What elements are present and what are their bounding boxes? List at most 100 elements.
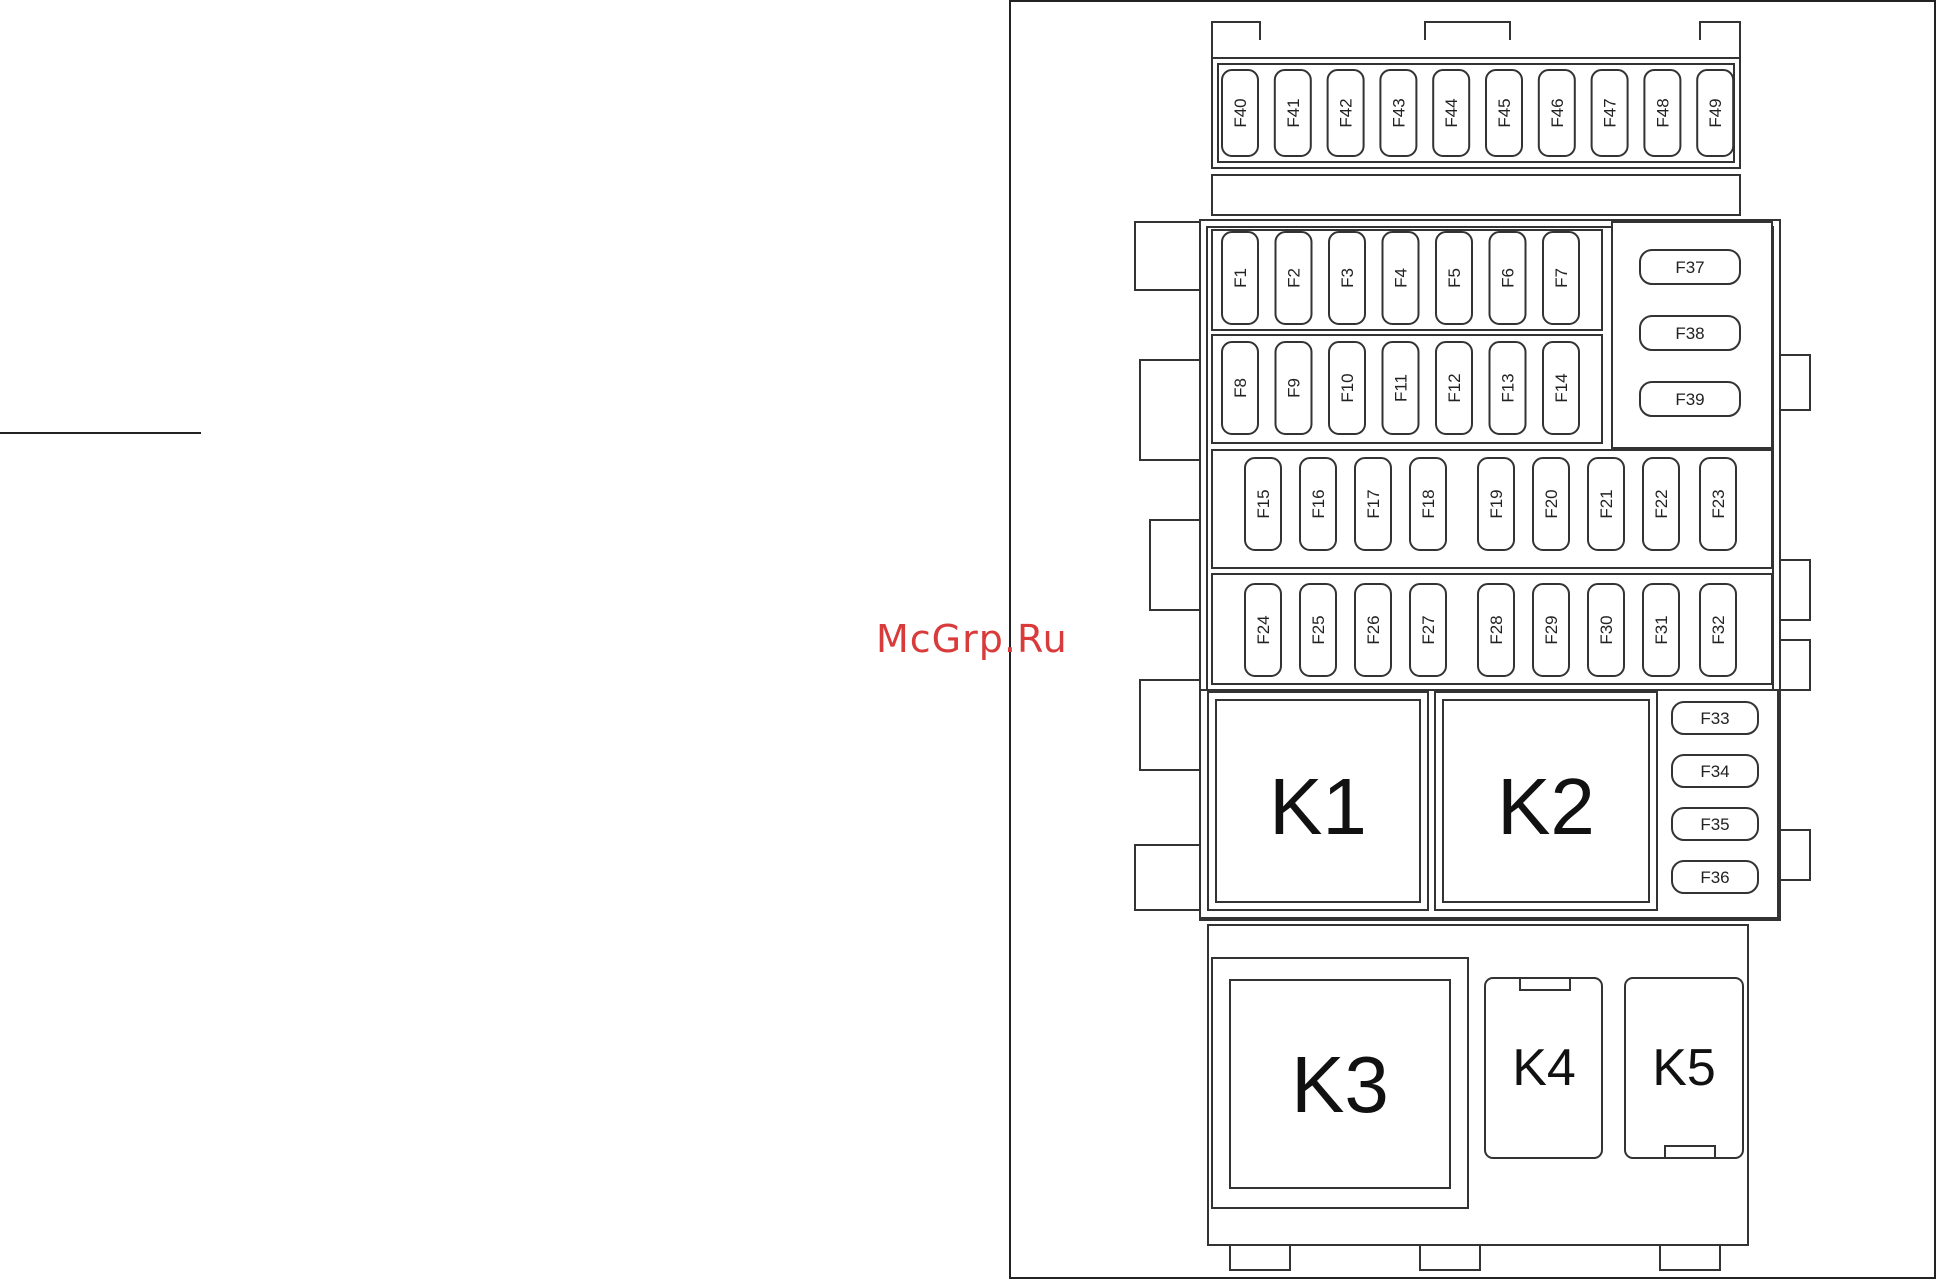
fuse-label: F15 [1254, 489, 1273, 518]
fuse-f6: F6 [1490, 232, 1526, 324]
bottom-clips [1230, 1245, 1720, 1270]
fuse-label: F23 [1709, 489, 1728, 518]
fuse-label: F16 [1309, 489, 1328, 518]
fuse-label: F12 [1445, 373, 1464, 402]
relay-k5-tab [1665, 1146, 1715, 1158]
top-connector-strip [1212, 175, 1740, 215]
fuse-f29: F29 [1533, 584, 1569, 676]
fuse-label: F38 [1675, 324, 1704, 343]
fuse-f30: F30 [1588, 584, 1624, 676]
fuse-label: F45 [1495, 98, 1514, 127]
fuse-f14: F14 [1543, 342, 1579, 434]
fuse-label: F11 [1392, 374, 1411, 402]
fuse-f37: F37 [1640, 250, 1740, 284]
fuse-label: F29 [1542, 615, 1561, 644]
fuse-label: F10 [1338, 373, 1357, 402]
fuse-label: F40 [1231, 98, 1250, 127]
fuse-f8: F8 [1222, 342, 1258, 434]
fuse-f36: F36 [1672, 861, 1758, 893]
fuse-label: F25 [1309, 615, 1328, 644]
left-clips [1135, 222, 1200, 910]
fuse-f41: F41 [1275, 70, 1311, 156]
fuse-f26: F26 [1355, 584, 1391, 676]
fuse-label: F31 [1652, 615, 1671, 644]
fuse-f4: F4 [1383, 232, 1419, 324]
fuse-f15: F15 [1245, 458, 1281, 550]
fuse-f31: F31 [1643, 584, 1679, 676]
fuse-label: F42 [1337, 98, 1356, 127]
fuse-label: F22 [1652, 489, 1671, 518]
fuse-f28: F28 [1478, 584, 1514, 676]
fuse-label: F37 [1675, 258, 1704, 277]
fuse-f40: F40 [1222, 70, 1258, 156]
fuse-label: F6 [1499, 268, 1518, 288]
fuse-label: F1 [1231, 268, 1250, 288]
fuse-f17: F17 [1355, 458, 1391, 550]
fuse-label: F39 [1675, 390, 1704, 409]
fuse-f48: F48 [1644, 70, 1680, 156]
fuse-f19: F19 [1478, 458, 1514, 550]
fuse-f13: F13 [1490, 342, 1526, 434]
fuse-f34: F34 [1672, 755, 1758, 787]
fuse-label: F46 [1548, 98, 1567, 127]
fuse-f16: F16 [1300, 458, 1336, 550]
fuse-f5: F5 [1436, 232, 1472, 324]
fuse-label: F43 [1389, 98, 1408, 127]
fuse-label: F41 [1284, 98, 1303, 127]
fuse-label: F18 [1419, 489, 1438, 518]
fuse-label: F7 [1552, 268, 1571, 288]
fuse-f20: F20 [1533, 458, 1569, 550]
fuse-f47: F47 [1592, 70, 1628, 156]
relay-k1-label: K1 [1269, 762, 1367, 851]
relay-k4: K4 [1485, 978, 1602, 1158]
fuse-f38: F38 [1640, 316, 1740, 350]
fuse-label: F13 [1499, 373, 1518, 402]
fuse-label: F5 [1445, 268, 1464, 288]
fuse-label: F24 [1254, 615, 1273, 644]
relay-k4-label: K4 [1512, 1039, 1576, 1097]
relay-k2: K2 [1435, 692, 1657, 910]
fuse-f33: F33 [1672, 702, 1758, 734]
fuse-label: F49 [1706, 98, 1725, 127]
fuse-label: F4 [1392, 268, 1411, 288]
relay-k5-label: K5 [1652, 1039, 1716, 1097]
top-clips [1212, 22, 1740, 58]
fuse-f2: F2 [1276, 232, 1312, 324]
fuse-label: F33 [1700, 709, 1729, 728]
fuse-label: F19 [1487, 489, 1506, 518]
fuse-label: F14 [1552, 373, 1571, 402]
fuse-label: F28 [1487, 615, 1506, 644]
fuse-f49: F49 [1697, 70, 1733, 156]
fuse-f18: F18 [1410, 458, 1446, 550]
relay-k3: K3 [1212, 958, 1468, 1208]
right-clips [1780, 355, 1810, 880]
fuse-label: F35 [1700, 815, 1729, 834]
fuse-label: F27 [1419, 615, 1438, 644]
fuse-f12: F12 [1436, 342, 1472, 434]
fuse-label: F30 [1597, 615, 1616, 644]
fuse-label: F9 [1285, 378, 1304, 398]
fuse-f35: F35 [1672, 808, 1758, 840]
fuse-f11: F11 [1383, 342, 1419, 434]
fuse-f46: F46 [1539, 70, 1575, 156]
fuse-label: F3 [1338, 268, 1357, 288]
relay-k2-label: K2 [1497, 762, 1595, 851]
fuse-f21: F21 [1588, 458, 1624, 550]
fuse-label: F32 [1709, 615, 1728, 644]
fuse-f39: F39 [1640, 382, 1740, 416]
relay-k3-label: K3 [1291, 1040, 1389, 1129]
fuse-f43: F43 [1380, 70, 1416, 156]
fuse-f10: F10 [1329, 342, 1365, 434]
fuse-f7: F7 [1543, 232, 1579, 324]
fuse-f42: F42 [1328, 70, 1364, 156]
fuse-f1: F1 [1222, 232, 1258, 324]
fuse-f27: F27 [1410, 584, 1446, 676]
fuse-label: F21 [1597, 489, 1616, 518]
fuse-f23: F23 [1700, 458, 1736, 550]
relay-k5: K5 [1625, 978, 1743, 1158]
fuse-f45: F45 [1486, 70, 1522, 156]
fuse-label: F34 [1700, 762, 1729, 781]
fuse-label: F8 [1231, 378, 1250, 398]
fuse-label: F20 [1542, 489, 1561, 518]
